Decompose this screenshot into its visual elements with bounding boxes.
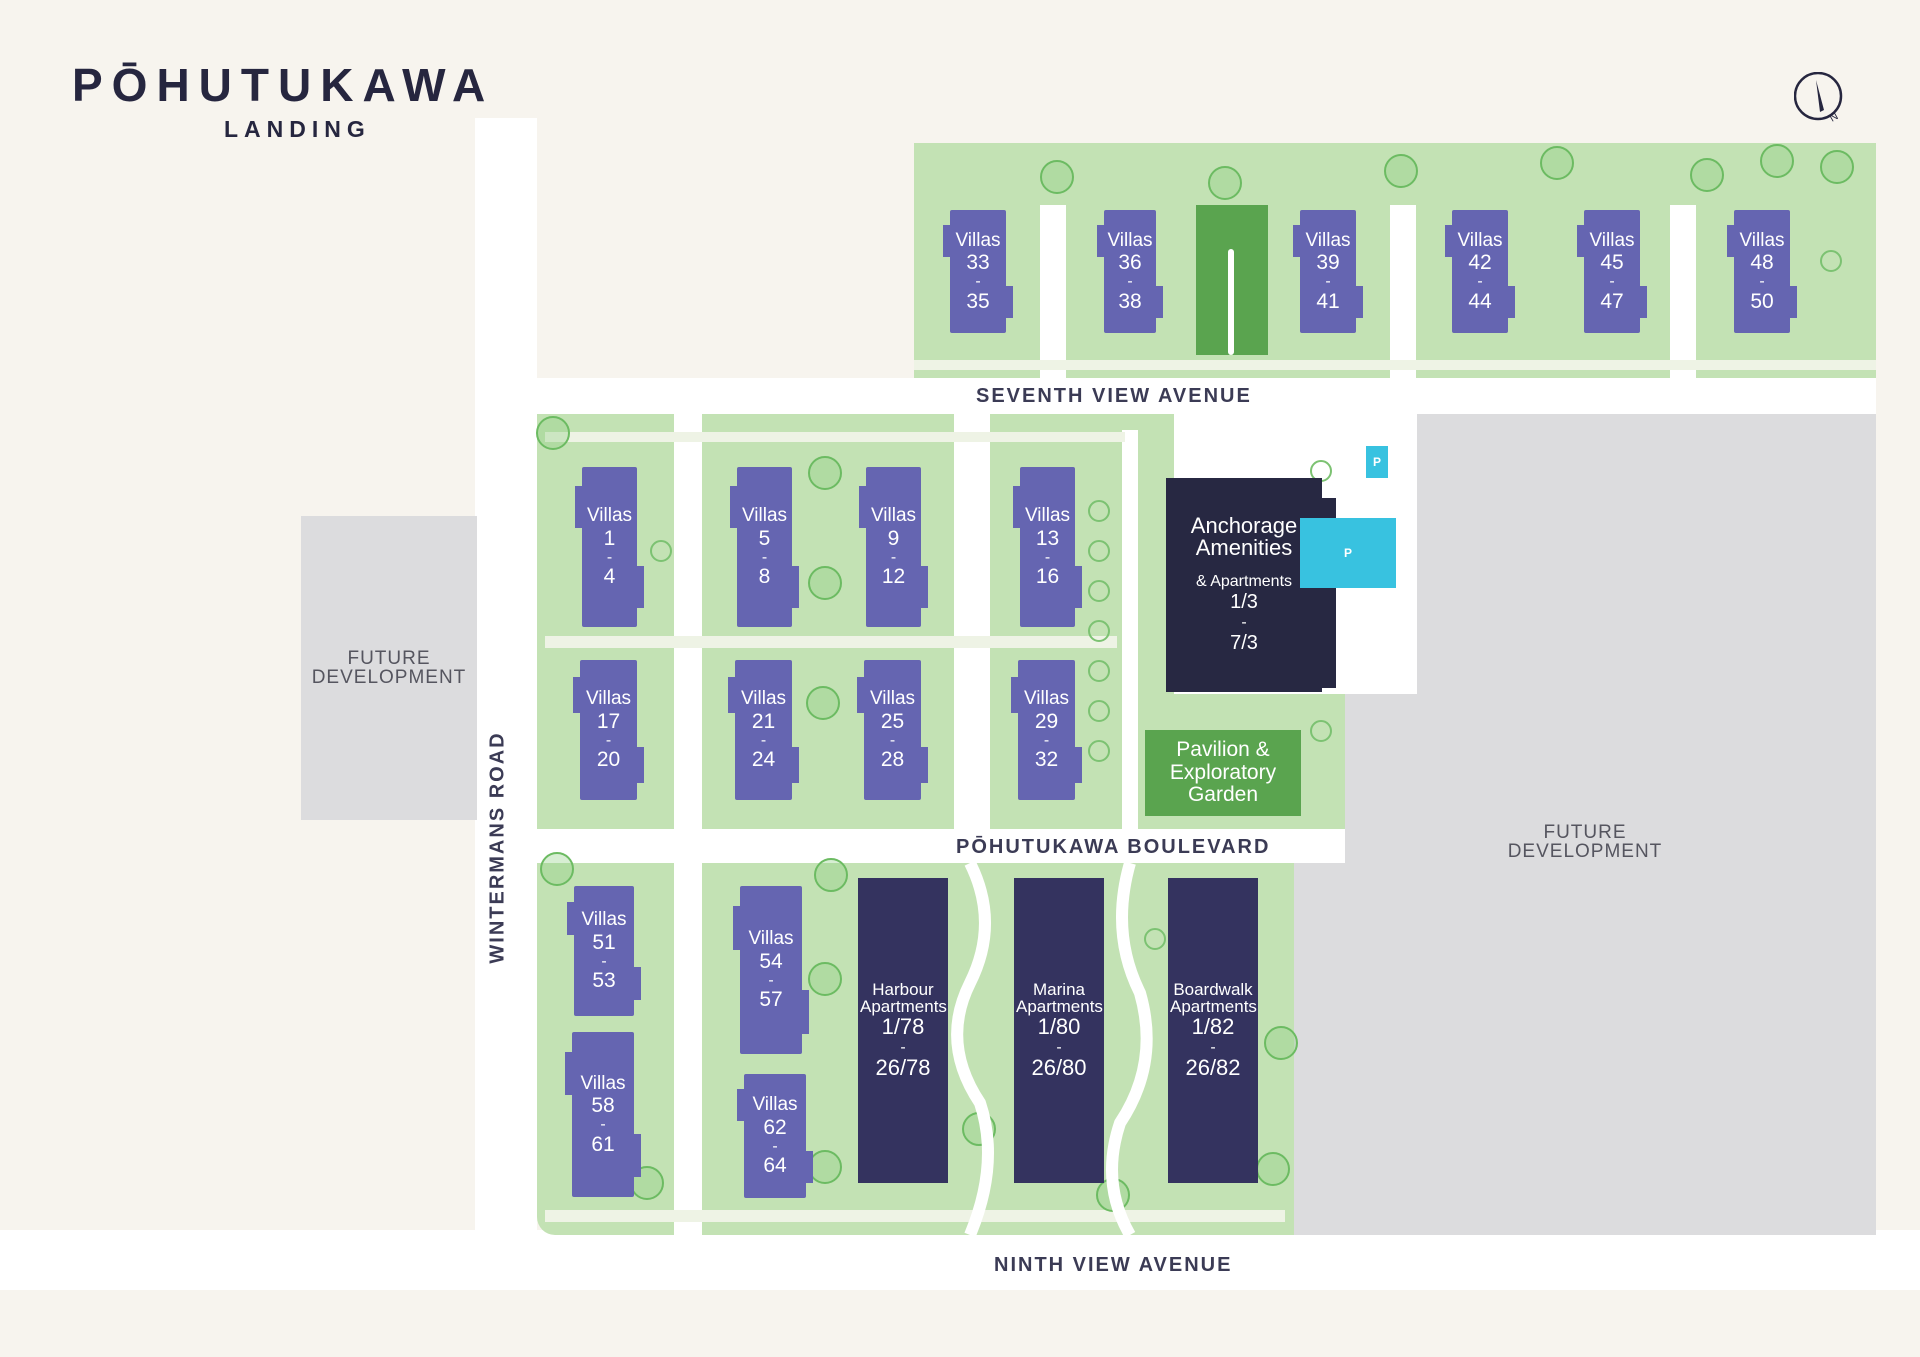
tree-icon — [1540, 146, 1574, 180]
bush-icon — [1088, 540, 1110, 562]
tree-icon — [540, 852, 574, 886]
path — [545, 636, 1117, 648]
tree-icon — [1690, 158, 1724, 192]
tree-icon — [808, 962, 842, 996]
ninth-view-avenue-label: NINTH VIEW AVENUE — [994, 1254, 1233, 1276]
bush-icon — [1088, 740, 1110, 762]
lane — [1390, 205, 1416, 380]
tree-icon — [814, 858, 848, 892]
logo-subtitle: LANDING — [224, 116, 371, 142]
lane — [1040, 205, 1066, 380]
anchorage-amenities-building[interactable]: Anchorage Amenities & Apartments 1/3 - 7… — [1166, 478, 1322, 692]
harbour-apartments[interactable]: Harbour Apartments 1/78-26/78 — [858, 878, 948, 1183]
tree-icon — [1040, 160, 1074, 194]
path — [545, 432, 1125, 442]
tree-icon — [808, 566, 842, 600]
svg-text:N: N — [1828, 110, 1841, 124]
bush-icon — [1088, 620, 1110, 642]
tree-icon — [1820, 150, 1854, 184]
tree-icon — [808, 456, 842, 490]
boardwalk-apartments[interactable]: Boardwalk Apartments 1/82-26/82 — [1168, 878, 1258, 1183]
bush-icon — [1144, 928, 1166, 950]
ninth-view-avenue — [537, 1235, 1920, 1285]
tree-icon — [808, 1150, 842, 1184]
winding-path — [951, 863, 1153, 1235]
lane — [1670, 205, 1696, 380]
tree-icon — [1760, 144, 1794, 178]
green-driveway — [1196, 205, 1268, 355]
wintermans-road-label: WINTERMANS ROAD — [486, 731, 509, 964]
north-arrow-icon: N — [1794, 72, 1843, 124]
seventh-view-avenue — [537, 378, 1876, 414]
bush-icon — [1310, 720, 1332, 742]
marina-apartments[interactable]: Marina Apartments 1/80-26/80 — [1014, 878, 1104, 1183]
parking-pool[interactable]: P — [1300, 518, 1396, 588]
bush-icon — [1088, 580, 1110, 602]
bush-icon — [1088, 700, 1110, 722]
seventh-view-avenue-label: SEVENTH VIEW AVENUE — [976, 385, 1252, 407]
bush-icon — [650, 540, 672, 562]
tree-icon — [1208, 166, 1242, 200]
pohutukawa-boulevard — [537, 829, 1345, 863]
lane — [1122, 430, 1138, 830]
path — [545, 1210, 1285, 1222]
path — [914, 360, 1876, 370]
pohutukawa-boulevard-label: PŌHUTUKAWA BOULEVARD — [956, 836, 1271, 858]
lane — [674, 863, 702, 1235]
pavilion-exploratory-garden[interactable]: Pavilion & Exploratory Garden — [1145, 730, 1301, 816]
parking-sign[interactable]: P — [1366, 446, 1388, 478]
tree-icon — [1256, 1152, 1290, 1186]
bush-icon — [1088, 660, 1110, 682]
bush-icon — [1088, 500, 1110, 522]
lane — [954, 414, 990, 829]
logo-title: PŌHUTUKAWA — [72, 59, 495, 111]
future-development-left: FUTURE DEVELOPMENT — [301, 516, 477, 820]
bush-icon — [1820, 250, 1842, 272]
tree-icon — [1384, 154, 1418, 188]
tree-icon — [536, 416, 570, 450]
ground-west-strip — [475, 118, 537, 1268]
tree-icon — [806, 686, 840, 720]
tree-icon — [1264, 1026, 1298, 1060]
